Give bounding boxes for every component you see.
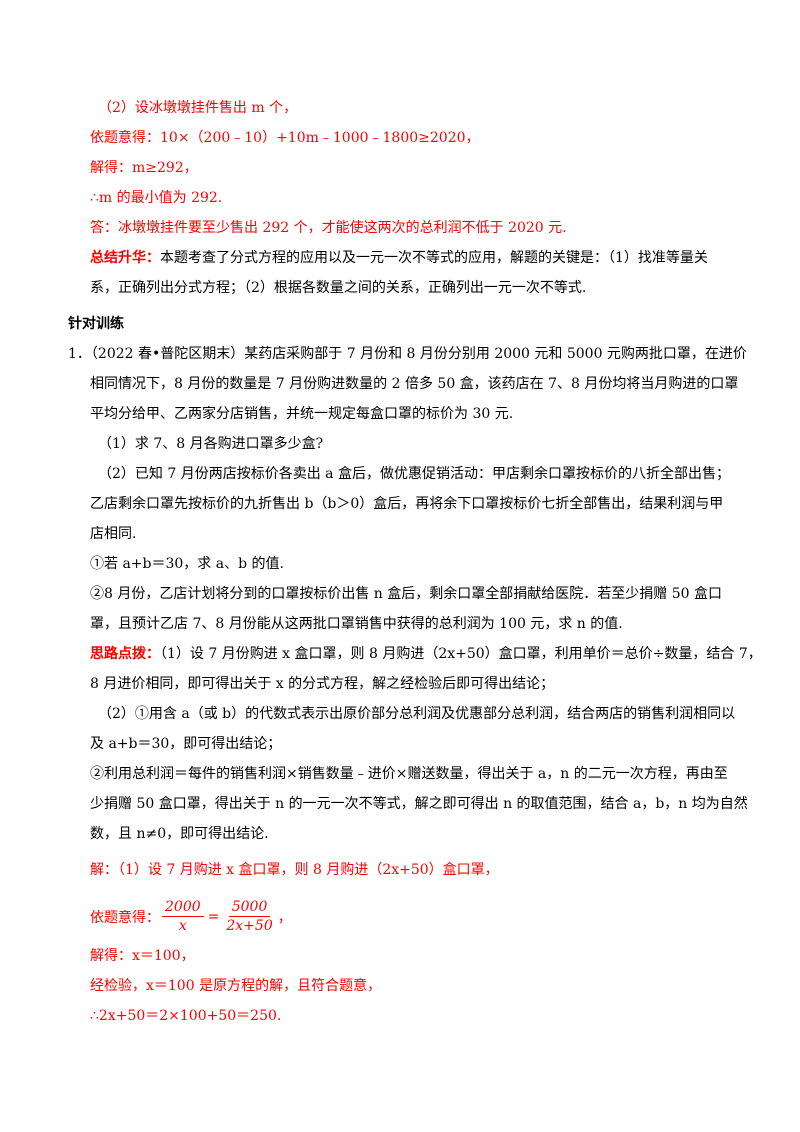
equals-sign: = [207,908,220,925]
question-1-subpart-2-line-1: ②8 月份，乙店计划将分到的口罩按标价出售 n 盒后，剩余口罩全部捐献给医院．若… [90,586,722,602]
solution-inequality: 依题意得：10×（200﹣10）+10m﹣1000﹣1800≥2020， [90,130,480,146]
fraction-right-numerator: 5000 [228,898,271,917]
hint-text-3: （2）①用含 a（或 b）的代数式表示出原价部分总利润及优惠部分总利润，结合两店… [98,706,736,722]
solution-part-1-compute: ∴2x+50＝2×100+50＝250. [90,1008,282,1024]
section-title: 针对训练 [68,316,124,332]
question-1-text-3: 平均分给甲、乙两家分店销售，并统一规定每盒口罩的标价为 30 元. [90,406,514,422]
question-1-part-1: （1）求 7、8 月各购进口罩多少盒? [98,436,324,452]
question-number: 1． [68,346,91,362]
question-1-text-2: 相同情况下，8 月份的数量是 7 月份购进数量的 2 倍多 50 盒，该药店在 … [90,376,739,392]
summary-label: 总结升华： [90,250,160,266]
question-1-subpart-1: ①若 a+b＝30，求 a、b 的值. [90,556,284,572]
question-1-part-2-line-3: 店相同. [90,526,137,542]
summary-text-2: 系，正确列出分式方程；（2）根据各数量之间的关系，正确列出一元一次不等式. [90,280,587,296]
hint-label: 思路点拨： [90,646,160,662]
question-1-part-2-line-1: （2）已知 7 月份两店按标价各卖出 a 盒后，做优惠促销活动：甲店剩余口罩按标… [98,466,730,482]
summary-text-1: 本题考查了分式方程的应用以及一元一次不等式的应用，解题的关键是：（1）找准等量关 [160,250,708,266]
equation-prefix: 依题意得： [90,909,160,926]
solution-part-1-intro: 解：（1）设 7 月购进 x 盒口罩，则 8 月购进（2x+50）盒口罩， [90,862,499,878]
fraction-left-denominator: x [178,918,187,934]
hint-text-5: ②利用总利润＝每件的销售利润×销售数量﹣进价×赠送数量，得出关于 a，n 的二元… [90,766,728,782]
solution-result: 解得：m≥292， [90,160,198,176]
solution-part-1-result: 解得：x＝100， [90,948,195,964]
equation-tail: ， [277,909,292,926]
solution-step-2-intro: （2）设冰墩墩挂件售出 m 个， [98,100,298,116]
question-1-line-1: 1．（2022 春•普陀区期末）某药店采购部于 7 月份和 8 月份分别用 20… [68,344,747,364]
solution-part-1-check: 经检验，x＝100 是原方程的解，且符合题意， [90,978,382,994]
solution-min-value: ∴m 的最小值为 292. [90,190,223,206]
fraction-left-numerator: 2000 [162,898,204,917]
fraction-equation: 依题意得： 2000 x = 5000 2x+50 ， [90,898,292,935]
question-1-part-2-line-2: 乙店剩余口罩先按标价的九折售出 b（b＞0）盒后，再将余下口罩按标价七折全部售出… [90,496,724,512]
hint-text-7: 数，且 n≠0，即可得出结论. [90,826,269,842]
summary-paragraph-line-1: 总结升华：本题考查了分式方程的应用以及一元一次不等式的应用，解题的关键是：（1）… [90,248,708,268]
hint-text-1: （1）设 7 月份购进 x 盒口罩，则 8 月购进（2x+50）盒口罩，利用单价… [160,646,762,662]
solution-answer: 答：冰墩墩挂件要至少售出 292 个，才能使这两次的总利润不低于 2020 元. [90,220,567,236]
fraction-right: 5000 2x+50 [223,898,275,935]
question-1-subpart-2-line-2: 罩，且预计乙店 7、8 月份能从这两批口罩销售中获得的总利润为 100 元，求 … [90,616,623,632]
fraction-right-denominator: 2x+50 [226,918,273,934]
fraction-left: 2000 x [162,898,204,935]
hint-text-6: 少捐赠 50 盒口罩，得出关于 n 的一元一次不等式，解之即可得出 n 的取值范… [90,796,748,812]
hint-text-2: 8 月进价相同，即可得出关于 x 的分式方程，解之经检验后即可得出结论； [90,676,555,692]
hint-text-4: 及 a+b＝30，即可得出结论； [90,736,282,752]
question-1-text-1: （2022 春•普陀区期末）某药店采购部于 7 月份和 8 月份分别用 2000… [90,346,747,362]
hint-line-1: 思路点拨：（1）设 7 月份购进 x 盒口罩，则 8 月购进（2x+50）盒口罩… [90,644,762,664]
